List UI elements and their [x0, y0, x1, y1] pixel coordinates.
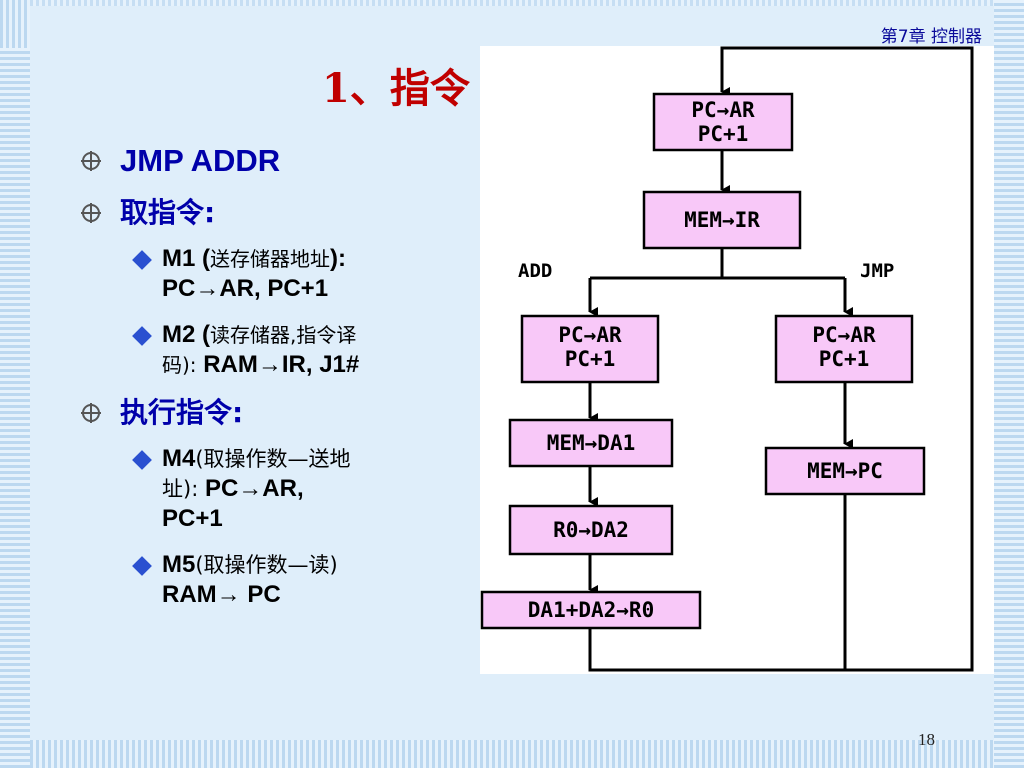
page-number: 18: [918, 730, 935, 749]
slide-title: 1、指令: [322, 65, 470, 112]
bullet-list: JMP ADDR 取指令: M1 (送存储器地址): PC→AR, PC+1 M…: [80, 140, 480, 626]
bullet-execute: 执行指令:: [80, 392, 480, 434]
sub-bullet-line2: PC→AR, PC+1: [162, 275, 329, 302]
sub-bullet-cn: (取操作数—送地: [195, 447, 351, 471]
sub-bullet-m4: M4(取操作数—送地 址): PC→AR, PC+1: [80, 444, 480, 534]
box-add-3-line1: R0→DA2: [553, 518, 629, 542]
sub-bullet-prefix: M5: [162, 551, 196, 578]
sub-bullet-cn2: 码):: [162, 353, 197, 377]
box-add-3: [508, 504, 674, 556]
sub-bullet-cn2: 址):: [162, 477, 199, 501]
box-add-2-line1: MEM→DA1: [547, 431, 636, 455]
diamond-bullet-icon: [132, 556, 152, 576]
bullet-jmp: JMP ADDR: [80, 140, 480, 182]
bullet-text: 执行指令:: [120, 396, 244, 429]
diamond-bullet-icon: [132, 450, 152, 470]
diamond-bullet-icon: [132, 326, 152, 346]
decorative-stripe-bottom: [30, 740, 994, 768]
box-jmp-1-line2: PC+1: [819, 347, 870, 371]
box-fetch-2-line1: MEM→IR: [684, 208, 760, 232]
branch-label-add: ADD: [518, 260, 552, 282]
crosshair-bullet-icon: [81, 203, 101, 223]
box-add-4-line1: DA1+DA2→R0: [528, 598, 654, 622]
box-fetch-2: [642, 190, 802, 250]
sub-bullet-prefix: M4: [162, 445, 196, 472]
sub-bullet-prefix: M2 (: [162, 321, 210, 348]
sub-bullet-cn: (取操作数—读): [195, 553, 338, 577]
flowchart: PC→AR PC+1 MEM→IR PC→AR PC+1 MEM→DA1 R0→…: [480, 46, 974, 672]
box-jmp-1: [774, 314, 914, 384]
sub-bullet-cn: 送存储器地址: [210, 247, 330, 271]
bullet-fetch: 取指令:: [80, 192, 480, 234]
box-add-4: [480, 590, 702, 630]
sub-bullet-suffix: ):: [330, 245, 346, 272]
sub-bullet-m2: M2 (读存储器,指令译 码): RAM→IR, J1#: [80, 320, 480, 380]
crosshair-bullet-icon: [81, 403, 101, 423]
diamond-bullet-icon: [132, 250, 152, 270]
loop-back-line: [588, 46, 974, 672]
box-jmp-2: [764, 446, 926, 496]
box-jmp-1-line1: PC→AR: [812, 323, 876, 347]
sub-bullet-line3: PC+1: [162, 505, 223, 532]
flowchart-connectors: [588, 46, 974, 672]
bullet-text: 取指令:: [120, 196, 216, 229]
decorative-stripe-left-lower: [0, 330, 30, 768]
sub-bullet-line2: RAM→ PC: [162, 581, 281, 608]
branch-label-jmp: JMP: [860, 260, 894, 282]
chapter-label: 第7章 控制器: [880, 27, 982, 47]
decorative-stripe-left: [0, 48, 30, 330]
box-add-1-line1: PC→AR: [558, 323, 622, 347]
sub-bullet-line2: RAM→IR, J1#: [203, 351, 360, 378]
box-fetch-1-line1: PC→AR: [691, 98, 755, 122]
decorative-stripe-right: [994, 0, 1024, 768]
sub-bullet-m1: M1 (送存储器地址): PC→AR, PC+1: [80, 244, 480, 304]
box-add-1-line2: PC+1: [565, 347, 616, 371]
bullet-text: JMP ADDR: [120, 143, 281, 178]
flowchart-panel: PC→AR PC+1 MEM→IR PC→AR PC+1 MEM→DA1 R0→…: [480, 46, 994, 674]
box-add-2: [508, 418, 674, 468]
decorative-stripe-top: [30, 0, 994, 6]
decorative-stripe-corner: [0, 0, 30, 48]
crosshair-bullet-icon: [81, 151, 101, 171]
box-jmp-2-line1: MEM→PC: [807, 459, 883, 483]
sub-bullet-cn: 读存储器,指令译: [210, 323, 357, 347]
box-fetch-1: [652, 92, 794, 152]
box-add-1: [520, 314, 660, 384]
sub-bullet-prefix: M1 (: [162, 245, 210, 272]
box-fetch-1-line2: PC+1: [698, 122, 749, 146]
sub-bullet-m5: M5(取操作数—读) RAM→ PC: [80, 550, 480, 610]
sub-bullet-line2: PC→AR,: [204, 475, 304, 502]
